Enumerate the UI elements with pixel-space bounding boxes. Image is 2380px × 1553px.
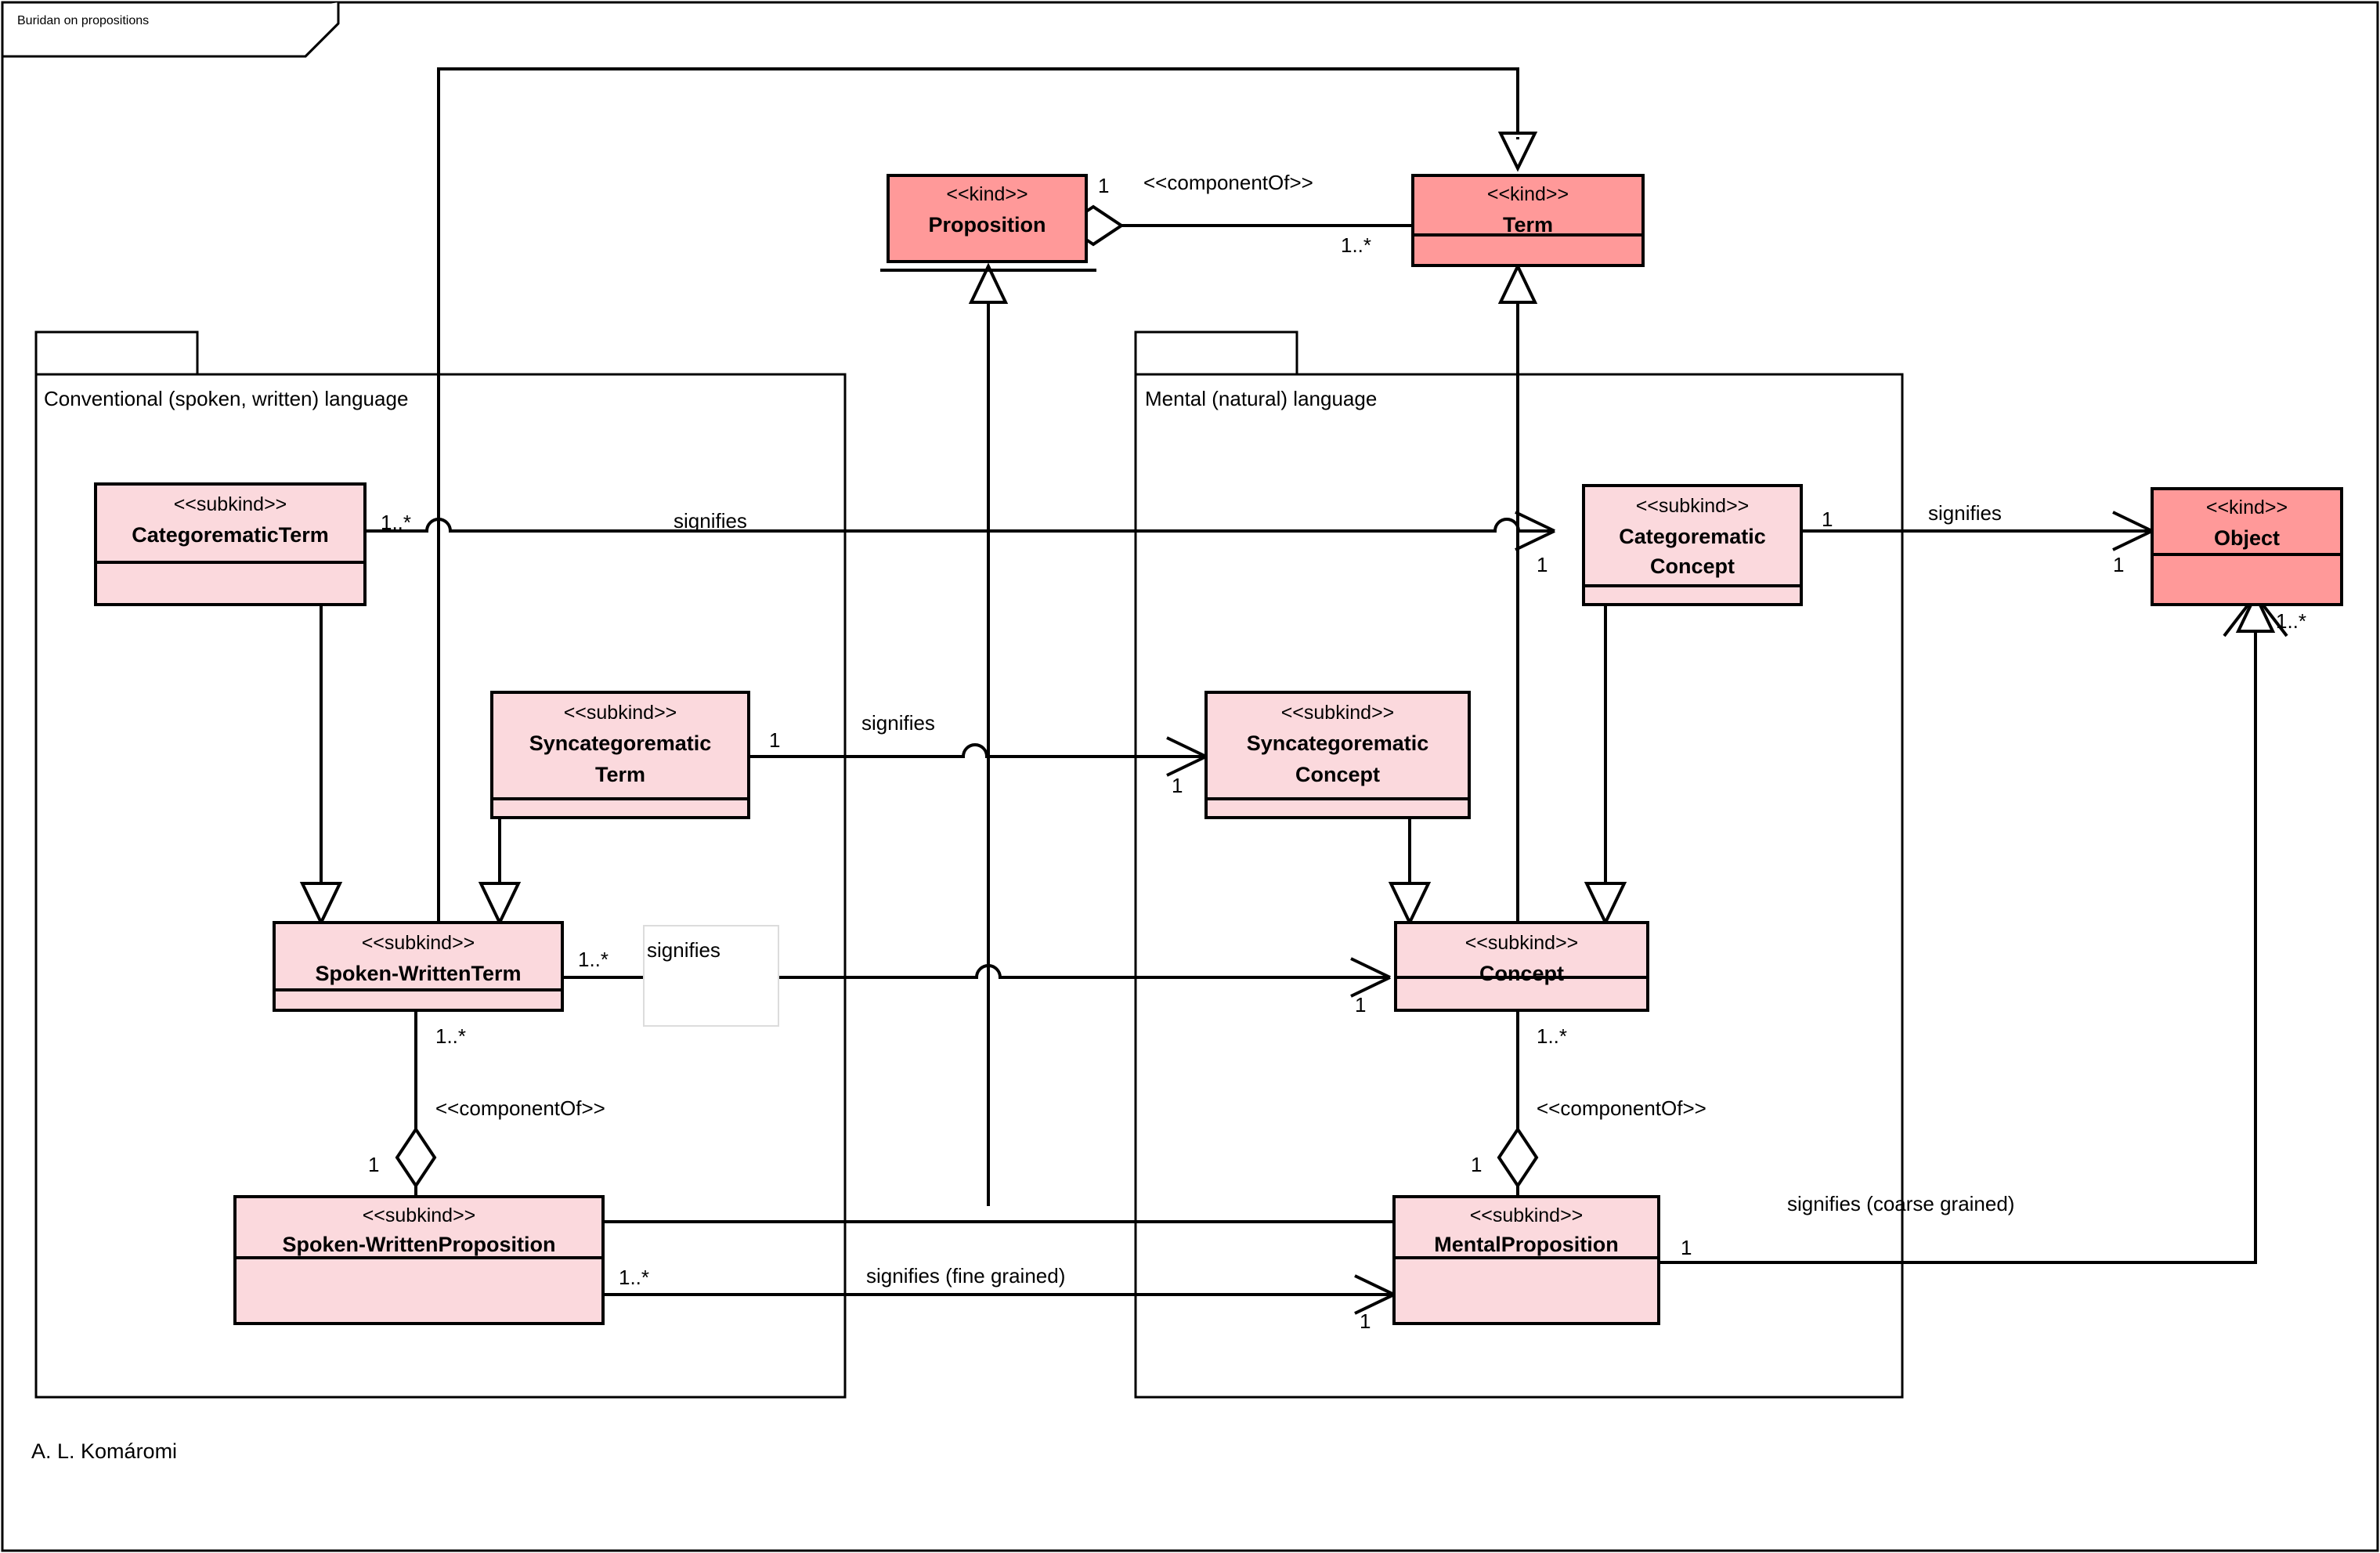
class-box-categorematicterm[interactable]: [94, 482, 367, 606]
edge-label-signifies-fine-grained: signifies (fine grained): [866, 1264, 1066, 1288]
edge-spokenwrittenterm-to-term: [437, 67, 1538, 923]
class-box-concept[interactable]: [1394, 921, 1649, 1012]
edge-signifies-coarse-grained: [603, 591, 2288, 1264]
multiplicity-spokenwrittenproposition-comp-1: 1: [368, 1153, 380, 1176]
multiplicity-concept-in-1: 1: [1355, 993, 1367, 1017]
stereotype-spokenwrittenproposition: <<subkind>>: [362, 1204, 476, 1226]
multiplicity-object-in-1: 1: [2113, 553, 2125, 576]
stereotype-proposition: <<kind>>: [946, 183, 1028, 205]
stereotype-concept: <<subkind>>: [1464, 932, 1579, 954]
classname-syncategorematicconcept-line2: Concept: [1295, 763, 1380, 786]
frame-title: Buridan on propositions: [17, 14, 150, 27]
multiplicity-proposition-1: 1: [1098, 174, 1110, 197]
author-label: A. L. Komáromi: [31, 1439, 178, 1463]
edge-categorematicterm-to-spokenwrittenterm: [299, 605, 343, 926]
edge-spokenwrittenterm-componentof-prop: [395, 1010, 437, 1197]
edge-label-componentof-proposition-term: <<componentOf>>: [1143, 171, 1313, 194]
stereotype-term: <<kind>>: [1486, 183, 1569, 205]
edge-concept-to-term: [1497, 262, 1538, 923]
note-box-signifies: [643, 925, 779, 1027]
edge-label-signifies-categorematicconcept-object: signifies: [1928, 501, 2002, 525]
edge-label-signifies-categorematicterm: signifies: [674, 509, 747, 533]
multiplicity-categorematicconcept-in-1: 1: [1537, 553, 1548, 576]
multiplicity-spokenwrittenterm-1n: 1..*: [578, 948, 609, 971]
package-conventional: [34, 330, 847, 1399]
edge-concept-componentof-mentalprop: [1497, 1010, 1539, 1197]
edge-signifies-categorematic: [365, 511, 1555, 551]
edge-label-signifies-coarse-grained: signifies (coarse grained): [1787, 1192, 2015, 1215]
multiplicity-object-1n: 1..*: [2276, 609, 2307, 633]
stereotype-mentalproposition: <<subkind>>: [1469, 1204, 1584, 1226]
stereotype-syncategorematicterm: <<subkind>>: [563, 702, 677, 724]
classname-term: Term: [1502, 213, 1554, 237]
classname-categorematicconcept: Categorematic: [1619, 525, 1766, 548]
edge-label-componentof-spokenwrittenterm: <<componentOf>>: [435, 1096, 605, 1120]
edge-signifies-spokenwritten-concept: [562, 957, 1391, 998]
classname-spokenwrittenterm: Spoken-WrittenTerm: [315, 962, 522, 985]
class-box-term[interactable]: [1411, 174, 1645, 267]
class-box-syncategorematicterm[interactable]: [490, 691, 750, 819]
classname-syncategorematicterm-line2: Term: [594, 763, 646, 786]
classname-spokenwrittenproposition: Spoken-WrittenProposition: [282, 1233, 556, 1256]
class-box-spokenwrittenproposition[interactable]: [233, 1195, 605, 1325]
class-box-spokenwrittenterm[interactable]: [273, 921, 564, 1012]
stereotype-categorematicconcept: <<subkind>>: [1635, 495, 1750, 517]
class-box-syncategorematicconcept[interactable]: [1204, 691, 1471, 819]
multiplicity-mentalproposition-comp-1: 1: [1471, 1153, 1483, 1176]
class-box-proposition[interactable]: [887, 174, 1088, 263]
edge-signifies-syncategorematic: [749, 736, 1207, 777]
multiplicity-syncategorematicterm-1: 1: [769, 728, 781, 752]
edge-syncatterm-to-spokenwrittenterm: [478, 818, 522, 926]
edge-label-signifies-syncategorematicterm: signifies: [861, 711, 935, 735]
classname-proposition: Proposition: [928, 213, 1046, 237]
multiplicity-mentalproposition-fine-1: 1: [1360, 1309, 1371, 1333]
classname-categorematicconcept-line2: Concept: [1650, 554, 1735, 578]
classname-syncategorematicterm: Syncategorematic: [529, 731, 712, 755]
package-label-mental: Mental (natural) language: [1145, 387, 1378, 410]
multiplicity-categorematicconcept-1: 1: [1822, 507, 1833, 531]
multiplicity-mentalproposition-coarse-1: 1: [1681, 1236, 1692, 1259]
multiplicity-spokenwrittenproposition-fine-1n: 1..*: [619, 1266, 650, 1289]
multiplicity-concept-comp-1n: 1..*: [1537, 1024, 1568, 1048]
class-box-mentalproposition[interactable]: [1392, 1195, 1660, 1325]
edge-signifies-fine-grained: [603, 1274, 1395, 1315]
classname-mentalproposition: MentalProposition: [1434, 1233, 1619, 1256]
stereotype-syncategorematicconcept: <<subkind>>: [1280, 702, 1395, 724]
classname-object: Object: [2213, 526, 2281, 550]
classname-categorematicterm: CategorematicTerm: [132, 523, 329, 547]
multiplicity-term-1n: 1..*: [1341, 233, 1372, 257]
package-label-conventional: Conventional (spoken, written) language: [44, 387, 409, 410]
edge-signifies-concept-object: [1801, 511, 2153, 551]
classname-concept: Concept: [1479, 962, 1564, 985]
edge-label-componentof-concept: <<componentOf>>: [1537, 1096, 1706, 1120]
stereotype-categorematicterm: <<subkind>>: [173, 493, 287, 515]
classname-syncategorematicconcept: Syncategorematic: [1246, 731, 1429, 755]
class-box-categorematicconcept[interactable]: [1582, 484, 1803, 606]
stereotype-object: <<kind>>: [2205, 497, 2288, 518]
multiplicity-categorematicterm-1n: 1..*: [381, 511, 412, 534]
edge-props-to-proposition: [880, 262, 1096, 1206]
edge-syncatconcept-to-concept: [1388, 818, 1432, 926]
edge-categorematicconcept-to-concept: [1584, 605, 1627, 926]
multiplicity-syncategorematicconcept-1: 1: [1172, 774, 1183, 797]
edge-label-signifies-spokenwrittenterm: signifies: [647, 938, 721, 962]
stereotype-spokenwrittenterm: <<subkind>>: [361, 932, 475, 954]
class-box-object[interactable]: [2151, 487, 2343, 606]
multiplicity-spokenwrittenterm-comp-1n: 1..*: [435, 1024, 467, 1048]
